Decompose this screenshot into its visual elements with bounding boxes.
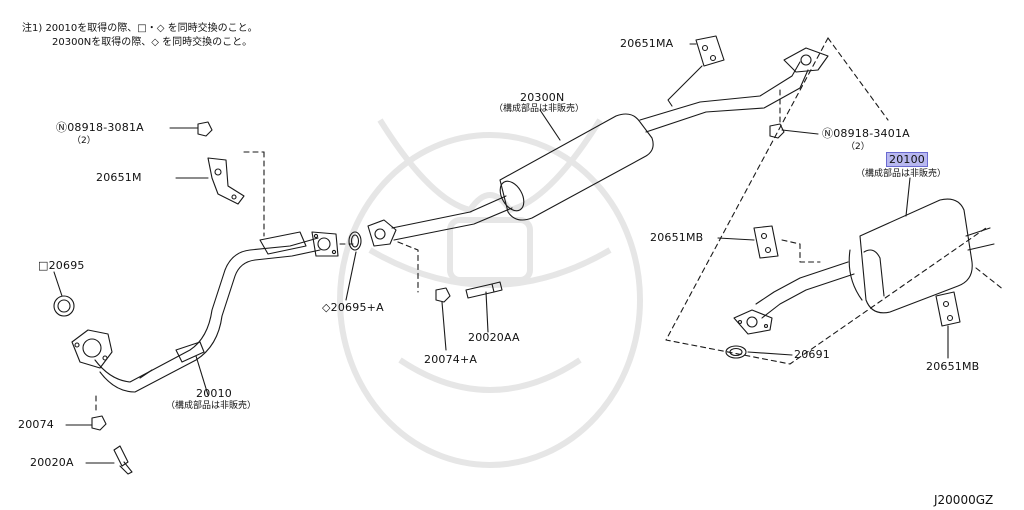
note-line-2: 20300Nを取得の際、◇ を同時交換のこと。 xyxy=(52,37,253,48)
front-pipe-20010 xyxy=(71,231,339,393)
hanger-20651MB-lower xyxy=(935,291,961,327)
gasket-20695A xyxy=(348,231,362,251)
label-20020A[interactable]: 20020A xyxy=(30,456,74,469)
label-20651MB-lower[interactable]: 20651MB xyxy=(926,360,980,373)
label-20300N-note: （構成部品は非販売） xyxy=(494,104,585,114)
label-20010[interactable]: 20010 xyxy=(196,387,232,400)
center-muffler-20300N xyxy=(367,47,829,247)
label-20100[interactable]: 20100 xyxy=(886,152,928,167)
nut-20074 xyxy=(91,415,107,431)
label-20695[interactable]: □20695 xyxy=(38,259,85,272)
label-20651M[interactable]: 20651M xyxy=(96,171,142,184)
label-08918-3401A-qty: （2） xyxy=(846,142,870,152)
label-20010-note: （構成部品は非販売） xyxy=(166,401,257,411)
label-20651MA[interactable]: 20651MA xyxy=(620,37,674,50)
label-20074A[interactable]: 20074+A xyxy=(424,353,478,366)
bracket-20651M xyxy=(207,157,245,205)
label-20300N[interactable]: 20300N xyxy=(520,91,565,104)
stud-20020A xyxy=(113,445,133,475)
samurai-watermark xyxy=(337,118,643,468)
label-20651MB-upper[interactable]: 20651MB xyxy=(650,231,704,244)
note-line-1: 注1) 20010を取得の際、□・◇ を同時交換のこと。 xyxy=(22,23,258,34)
diagram-code: J20000GZ xyxy=(934,493,994,507)
stud-20020AA xyxy=(465,281,503,299)
gasket-20691 xyxy=(725,345,747,359)
nut-08918-3081A xyxy=(197,121,213,137)
label-20074[interactable]: 20074 xyxy=(18,418,54,431)
hanger-20651MB-upper xyxy=(753,225,779,259)
label-20691[interactable]: 20691 xyxy=(794,348,830,361)
label-20100-highlight: 20100 xyxy=(886,152,928,167)
guide-lines xyxy=(95,37,1005,411)
main-muffler-20100 xyxy=(733,198,995,335)
label-20695A[interactable]: ◇20695+A xyxy=(322,301,384,314)
label-08918-3081A[interactable]: Ⓝ08918-3081A xyxy=(56,121,144,134)
gasket-20695 xyxy=(53,295,75,317)
nut-08918-3401A xyxy=(769,123,785,139)
label-20020AA[interactable]: 20020AA xyxy=(468,331,520,344)
hanger-20651MA xyxy=(667,35,725,107)
label-08918-3081A-qty: （2） xyxy=(72,136,96,146)
nut-20074A xyxy=(435,287,451,303)
label-20100-note: （構成部品は非販売） xyxy=(856,169,947,179)
leader-lines xyxy=(53,43,949,464)
label-08918-3401A[interactable]: Ⓝ08918-3401A xyxy=(822,127,910,140)
